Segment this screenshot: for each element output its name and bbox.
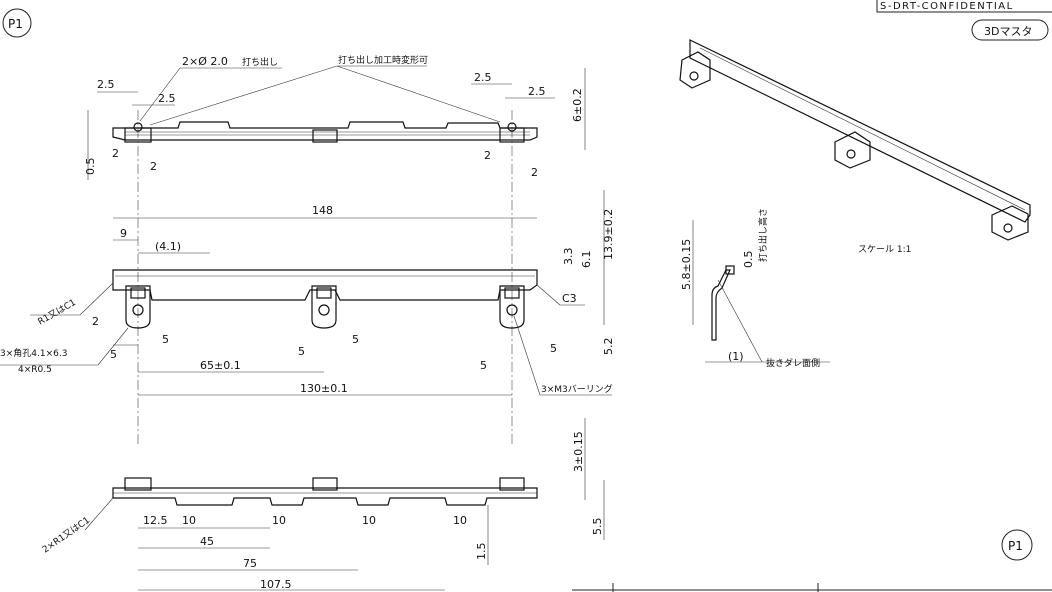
dim-label: 65±0.1 — [200, 359, 241, 372]
dim-label: 2 — [150, 160, 157, 173]
svg-text:P1: P1 — [8, 17, 23, 31]
dim-label: 5 — [110, 348, 117, 361]
hole-note: 2×Ø 2.0 — [182, 55, 228, 68]
dim-label: 5.5 — [591, 518, 604, 536]
confidential-label: S-DRT-CONFIDENTIAL — [880, 1, 1014, 12]
side-view: 5.8±0.15 0.5 打ち出し高さ (1) 抜きダレ面側 — [680, 208, 830, 369]
master-3d-label: 3Dマスタ — [984, 25, 1032, 38]
punch-height-note: 打ち出し高さ — [757, 208, 769, 262]
dim-label: 5 — [480, 359, 487, 372]
sheet-mark-bottom: P1 — [1001, 529, 1033, 561]
dim-label: 5.8±0.15 — [680, 239, 693, 290]
radius-note: 4×R0.5 — [18, 365, 52, 375]
dim-label: 2 — [484, 149, 491, 162]
square-hole-note: 3×角孔4.1×6.3 — [0, 347, 67, 359]
bottom-view: 12.5 10 10 10 10 45 75 107.5 3±0.15 5.5 … — [40, 418, 605, 591]
dim-label: 2 — [112, 147, 119, 160]
dim-label: 13.9±0.2 — [602, 209, 615, 260]
deform-note: 打ち出し加工時変形可 — [338, 54, 428, 66]
dim-label: 12.5 — [143, 514, 168, 527]
sheet-mark-top: P1 — [2, 8, 32, 38]
dim-label: 9 — [120, 227, 127, 240]
dim-label: (1) — [728, 350, 744, 363]
dim-label: 0.5 — [84, 158, 97, 176]
master-3d-badge: 3Dマスタ — [971, 19, 1049, 41]
r1-note: R1又はC1 — [36, 297, 78, 328]
burr-side-note: 抜きダレ面側 — [766, 357, 820, 369]
title-block-border — [572, 583, 1052, 592]
dim-label: 2.5 — [97, 78, 115, 91]
dim-label: 107.5 — [260, 578, 292, 591]
dim-label: 6.1 — [580, 251, 593, 269]
burring-note: 3×M3バーリング — [541, 383, 613, 395]
svg-text:P1: P1 — [1008, 539, 1023, 553]
dim-label: (4.1) — [155, 240, 181, 253]
iso-view: スケール 1:1 — [679, 39, 1031, 255]
dim-label: 10 — [182, 514, 196, 527]
dim-label: 5 — [352, 333, 359, 346]
dim-label: 2.5 — [474, 71, 492, 84]
dim-label: 75 — [243, 557, 257, 570]
dim-label: 10 — [362, 514, 376, 527]
dim-label: 2 — [92, 315, 99, 328]
dim-label: 0.5 — [742, 251, 755, 269]
dim-label: 3±0.15 — [572, 431, 585, 472]
top-view: 2.5 2.5 2.5 2.5 6±0.2 0.5 2 2 2 2 2×Ø 2.… — [84, 54, 586, 180]
dim-label: 6±0.2 — [571, 88, 584, 122]
dim-label: 2.5 — [528, 85, 546, 98]
dim-label: 1.5 — [475, 543, 488, 561]
scale-label: スケール 1:1 — [858, 244, 911, 255]
r1-note-bottom: 2×R1又はC1 — [40, 515, 92, 556]
dim-label: 130±0.1 — [300, 382, 348, 395]
dim-label: 5 — [162, 333, 169, 346]
dim-label: 5 — [298, 345, 305, 358]
dim-label: 5.2 — [602, 338, 615, 356]
confidential-box: S-DRT-CONFIDENTIAL — [876, 0, 1052, 13]
dim-label: 10 — [272, 514, 286, 527]
dim-label: 45 — [200, 535, 214, 548]
dim-label: 2.5 — [158, 92, 176, 105]
dim-label: 3.3 — [562, 248, 575, 266]
dim-label: 5 — [550, 342, 557, 355]
front-view: 148 9 (4.1) 3.3 6.1 13.9±0.2 C3 2 5 5 5 … — [0, 190, 615, 396]
hole-note-suffix: 打ち出し — [242, 56, 278, 68]
dim-label: C3 — [562, 292, 577, 305]
dim-label: 2 — [531, 166, 538, 179]
dim-label: 148 — [312, 204, 333, 217]
dim-label: 10 — [453, 514, 467, 527]
